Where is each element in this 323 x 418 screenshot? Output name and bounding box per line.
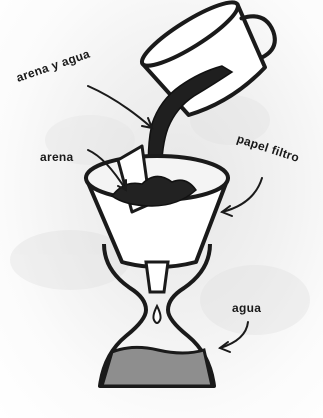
water-drop (153, 306, 160, 323)
label-water: agua (232, 301, 261, 315)
funnel-neck (146, 262, 168, 292)
label-sand-and-water: arena y agua (14, 47, 91, 85)
water-level (102, 347, 212, 386)
label-sand: arena (40, 150, 74, 164)
label-filter-paper: papel filtro (235, 132, 301, 165)
